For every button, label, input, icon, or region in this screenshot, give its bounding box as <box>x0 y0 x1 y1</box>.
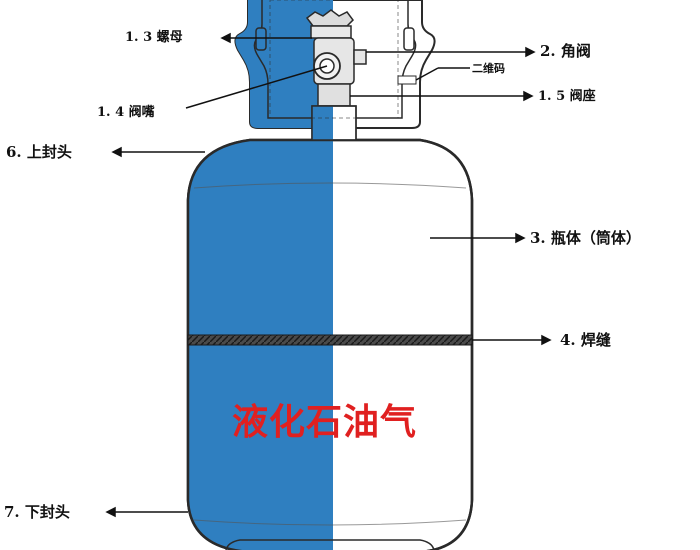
handwheel <box>305 9 354 27</box>
label-nut: 1. 3 螺母 <box>125 30 183 45</box>
label-nozzle: 1. 4 阀嘴 <box>97 105 155 120</box>
callout-arrows <box>105 32 552 518</box>
label-body: 3. 瓶体（筒体） <box>530 229 641 247</box>
valve-assembly <box>305 9 417 141</box>
label-qr-code: 二维码 <box>472 62 505 75</box>
weld-arrowhead <box>541 334 552 346</box>
lpg-center-text: 液化石油气 <box>232 401 418 443</box>
label-valve-seat: 1. 5 阀座 <box>538 89 596 104</box>
valve-seat-part <box>317 83 351 107</box>
body-arrowhead <box>515 232 526 244</box>
qr-arrow <box>415 67 439 81</box>
collar-slot <box>403 27 415 51</box>
nozzle-leader <box>185 65 328 109</box>
valve-seat-arrowhead <box>523 90 534 102</box>
qr-code-plate <box>397 75 417 85</box>
label-weld: 4. 焊缝 <box>560 331 611 349</box>
nut-arrowhead <box>220 32 231 44</box>
weld-band <box>187 334 473 346</box>
nut-part <box>310 25 352 39</box>
lower-head-arrowhead <box>105 506 116 518</box>
angle-valve-arrowhead <box>525 46 536 58</box>
label-lower-head: 7. 下封头 <box>4 503 70 521</box>
upper-head-arrowhead <box>111 146 122 158</box>
label-angle-valve: 2. 角阀 <box>540 42 591 60</box>
foot-ring <box>225 539 435 550</box>
label-upper-head: 6. 上封头 <box>6 143 72 161</box>
valve-guide-box <box>269 0 399 119</box>
